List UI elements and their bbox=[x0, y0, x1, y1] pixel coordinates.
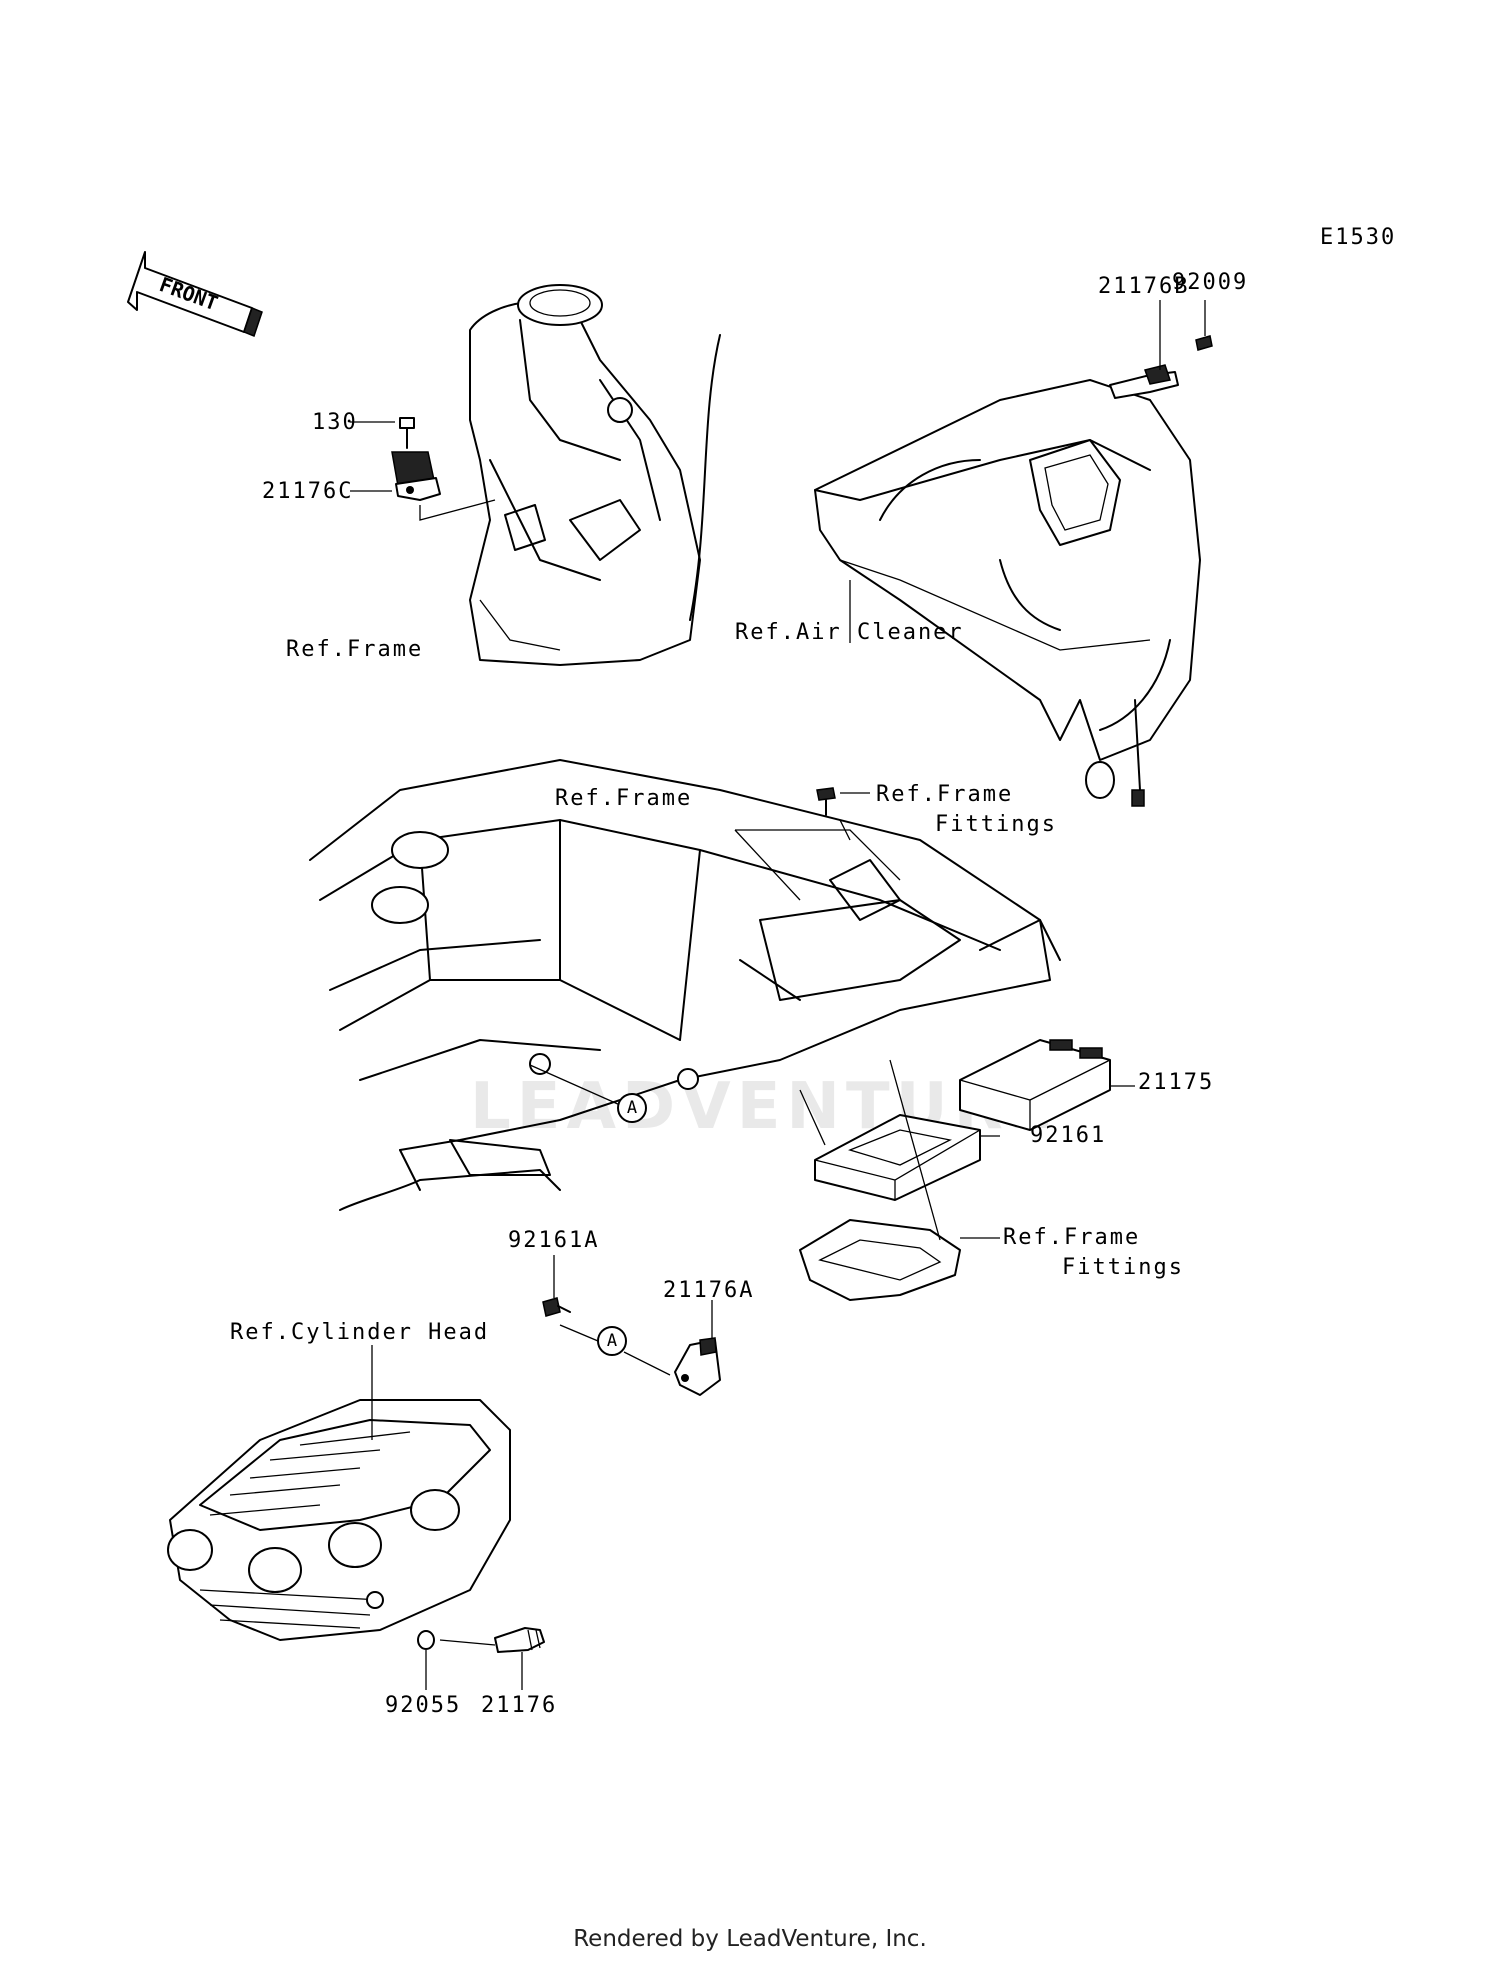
label-92161[interactable]: 92161 bbox=[1030, 1123, 1107, 1148]
air-cleaner-drawing bbox=[814, 379, 1201, 807]
ref-frame-mid: Ref.Frame bbox=[555, 786, 693, 811]
label-130[interactable]: 130 bbox=[312, 410, 358, 435]
part-130-bolt bbox=[399, 417, 415, 449]
part-21175-ecu bbox=[959, 1039, 1111, 1131]
part-92055-washer bbox=[417, 1630, 435, 1650]
part-21176-temp-sensor bbox=[494, 1627, 545, 1653]
front-arrow-icon: FRONT bbox=[127, 251, 263, 337]
label-21175[interactable]: 21175 bbox=[1138, 1070, 1215, 1095]
label-21176C[interactable]: 21176C bbox=[262, 479, 354, 504]
part-21176B-sensor bbox=[1109, 364, 1179, 399]
part-92009-screw bbox=[1195, 335, 1213, 351]
frame-fittings-bolt-top bbox=[816, 787, 836, 816]
label-21176A[interactable]: 21176A bbox=[663, 1278, 755, 1303]
label-92055[interactable]: 92055 bbox=[385, 1693, 462, 1718]
ref-frame-top: Ref.Frame bbox=[286, 637, 424, 662]
callout-a-frame: A bbox=[617, 1093, 647, 1123]
footer-credit: Rendered by LeadVenture, Inc. bbox=[573, 1926, 927, 1952]
main-frame-drawing bbox=[309, 759, 1061, 1211]
ref-frame-fittings-top-line2: Fittings bbox=[935, 812, 1057, 837]
frame-upper-drawing bbox=[469, 284, 721, 666]
diagram-code: E1530 bbox=[1320, 225, 1397, 250]
label-21176[interactable]: 21176 bbox=[481, 1693, 558, 1718]
part-21176A-sensor bbox=[674, 1337, 721, 1396]
callout-a-sensor: A bbox=[597, 1326, 627, 1356]
part-21176C-sensor bbox=[391, 451, 441, 501]
ref-air-cleaner: Ref.Air Cleaner bbox=[735, 620, 964, 645]
ref-frame-fittings-top-line1: Ref.Frame bbox=[876, 782, 1014, 807]
label-92161A[interactable]: 92161A bbox=[508, 1228, 600, 1253]
label-21176B[interactable]: 21176B bbox=[1098, 274, 1190, 299]
label-92009[interactable]: 92009 bbox=[1172, 270, 1249, 295]
ref-cylinder-head: Ref.Cylinder Head bbox=[230, 1320, 490, 1345]
ref-frame-fittings-bot-line1: Ref.Frame bbox=[1003, 1225, 1141, 1250]
ref-frame-fittings-bot-line2: Fittings bbox=[1062, 1255, 1184, 1280]
cylinder-head-drawing bbox=[167, 1399, 511, 1641]
part-92161A-bolt bbox=[542, 1297, 571, 1317]
frame-fittings-bracket bbox=[799, 1219, 961, 1301]
part-92161-rubber bbox=[814, 1114, 981, 1201]
